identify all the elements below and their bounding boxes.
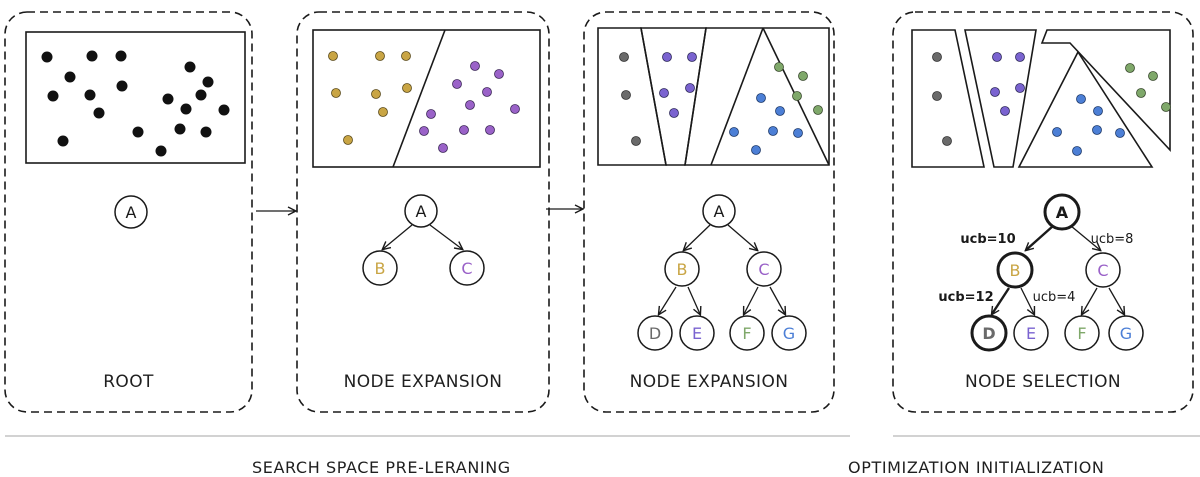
node-C xyxy=(1085,252,1121,288)
node-B-label: B xyxy=(677,260,688,279)
section-label-right: OPTIMIZATION INITIALIZATION xyxy=(848,458,1105,477)
panel-2-tree: A B C xyxy=(362,194,485,286)
node-G xyxy=(771,315,807,351)
node-F-label: F xyxy=(742,324,751,343)
ucb-label-b-d: ucb=12 xyxy=(938,290,993,305)
node-F-label: F xyxy=(1077,324,1086,343)
f-points xyxy=(1125,63,1171,112)
node-C xyxy=(746,251,782,287)
node-G xyxy=(1108,315,1144,351)
panel-2-caption: NODE EXPANSION xyxy=(343,372,503,392)
panel-1-search-space xyxy=(25,31,246,164)
node-E-label: E xyxy=(692,324,702,343)
node-B xyxy=(664,251,700,287)
ucb-label-a-b: ucb=10 xyxy=(960,232,1015,247)
panel-2-frame xyxy=(296,11,550,413)
node-B xyxy=(362,250,398,286)
node-E xyxy=(679,315,715,351)
node-A xyxy=(1043,193,1081,231)
panel-3-search-space xyxy=(597,27,830,166)
node-F xyxy=(729,315,765,351)
c-points xyxy=(419,61,520,153)
node-D xyxy=(970,314,1008,352)
node-C-label: C xyxy=(461,259,472,278)
node-C-label: C xyxy=(1097,261,1108,280)
node-C xyxy=(449,250,485,286)
panel-1-frame xyxy=(4,11,253,413)
b-points xyxy=(328,51,412,145)
node-A-label: A xyxy=(714,202,725,221)
g-points xyxy=(1052,94,1125,156)
node-B-label: B xyxy=(375,259,386,278)
panel-1-tree: A xyxy=(114,195,148,229)
node-E xyxy=(1013,315,1049,351)
panel-3-caption: NODE EXPANSION xyxy=(629,372,789,392)
ucb-label-b-e: ucb=4 xyxy=(1033,290,1076,305)
node-A xyxy=(404,194,438,228)
panel-2-search-space xyxy=(312,29,541,168)
panel-1-caption: ROOT xyxy=(103,372,154,392)
panel-3-tree: A B C D E F G xyxy=(637,194,807,351)
node-A-label: A xyxy=(416,202,427,221)
node-C-label: C xyxy=(758,260,769,279)
panel-4-caption: NODE SELECTION xyxy=(964,372,1122,392)
node-A xyxy=(702,194,736,228)
node-D-label: D xyxy=(649,324,661,343)
panel-4-tree: A B C D E F G ucb=10 ucb=8 ucb=12 ucb=4 xyxy=(938,193,1144,352)
node-B xyxy=(996,251,1034,289)
g-points xyxy=(729,93,803,155)
node-A xyxy=(114,195,148,229)
d-points xyxy=(932,52,952,146)
e-points xyxy=(990,52,1025,116)
node-G-label: G xyxy=(783,324,795,343)
panel-4-search-space xyxy=(911,29,1171,168)
d-points xyxy=(619,52,641,146)
node-F xyxy=(1064,315,1100,351)
root-points xyxy=(41,50,230,157)
node-B-label: B xyxy=(1010,261,1021,280)
panel-3-frame xyxy=(583,11,835,413)
node-D-label: D xyxy=(982,324,995,343)
f-points xyxy=(774,62,823,115)
node-A-label: A xyxy=(1056,203,1069,222)
node-G-label: G xyxy=(1120,324,1132,343)
node-D xyxy=(637,315,673,351)
ucb-label-a-c: ucb=8 xyxy=(1091,232,1134,247)
e-points xyxy=(659,52,697,118)
panel-4-frame xyxy=(892,11,1194,413)
section-label-left: SEARCH SPACE PRE-LERANING xyxy=(252,458,511,477)
node-E-label: E xyxy=(1026,324,1036,343)
node-A-label: A xyxy=(126,203,137,222)
